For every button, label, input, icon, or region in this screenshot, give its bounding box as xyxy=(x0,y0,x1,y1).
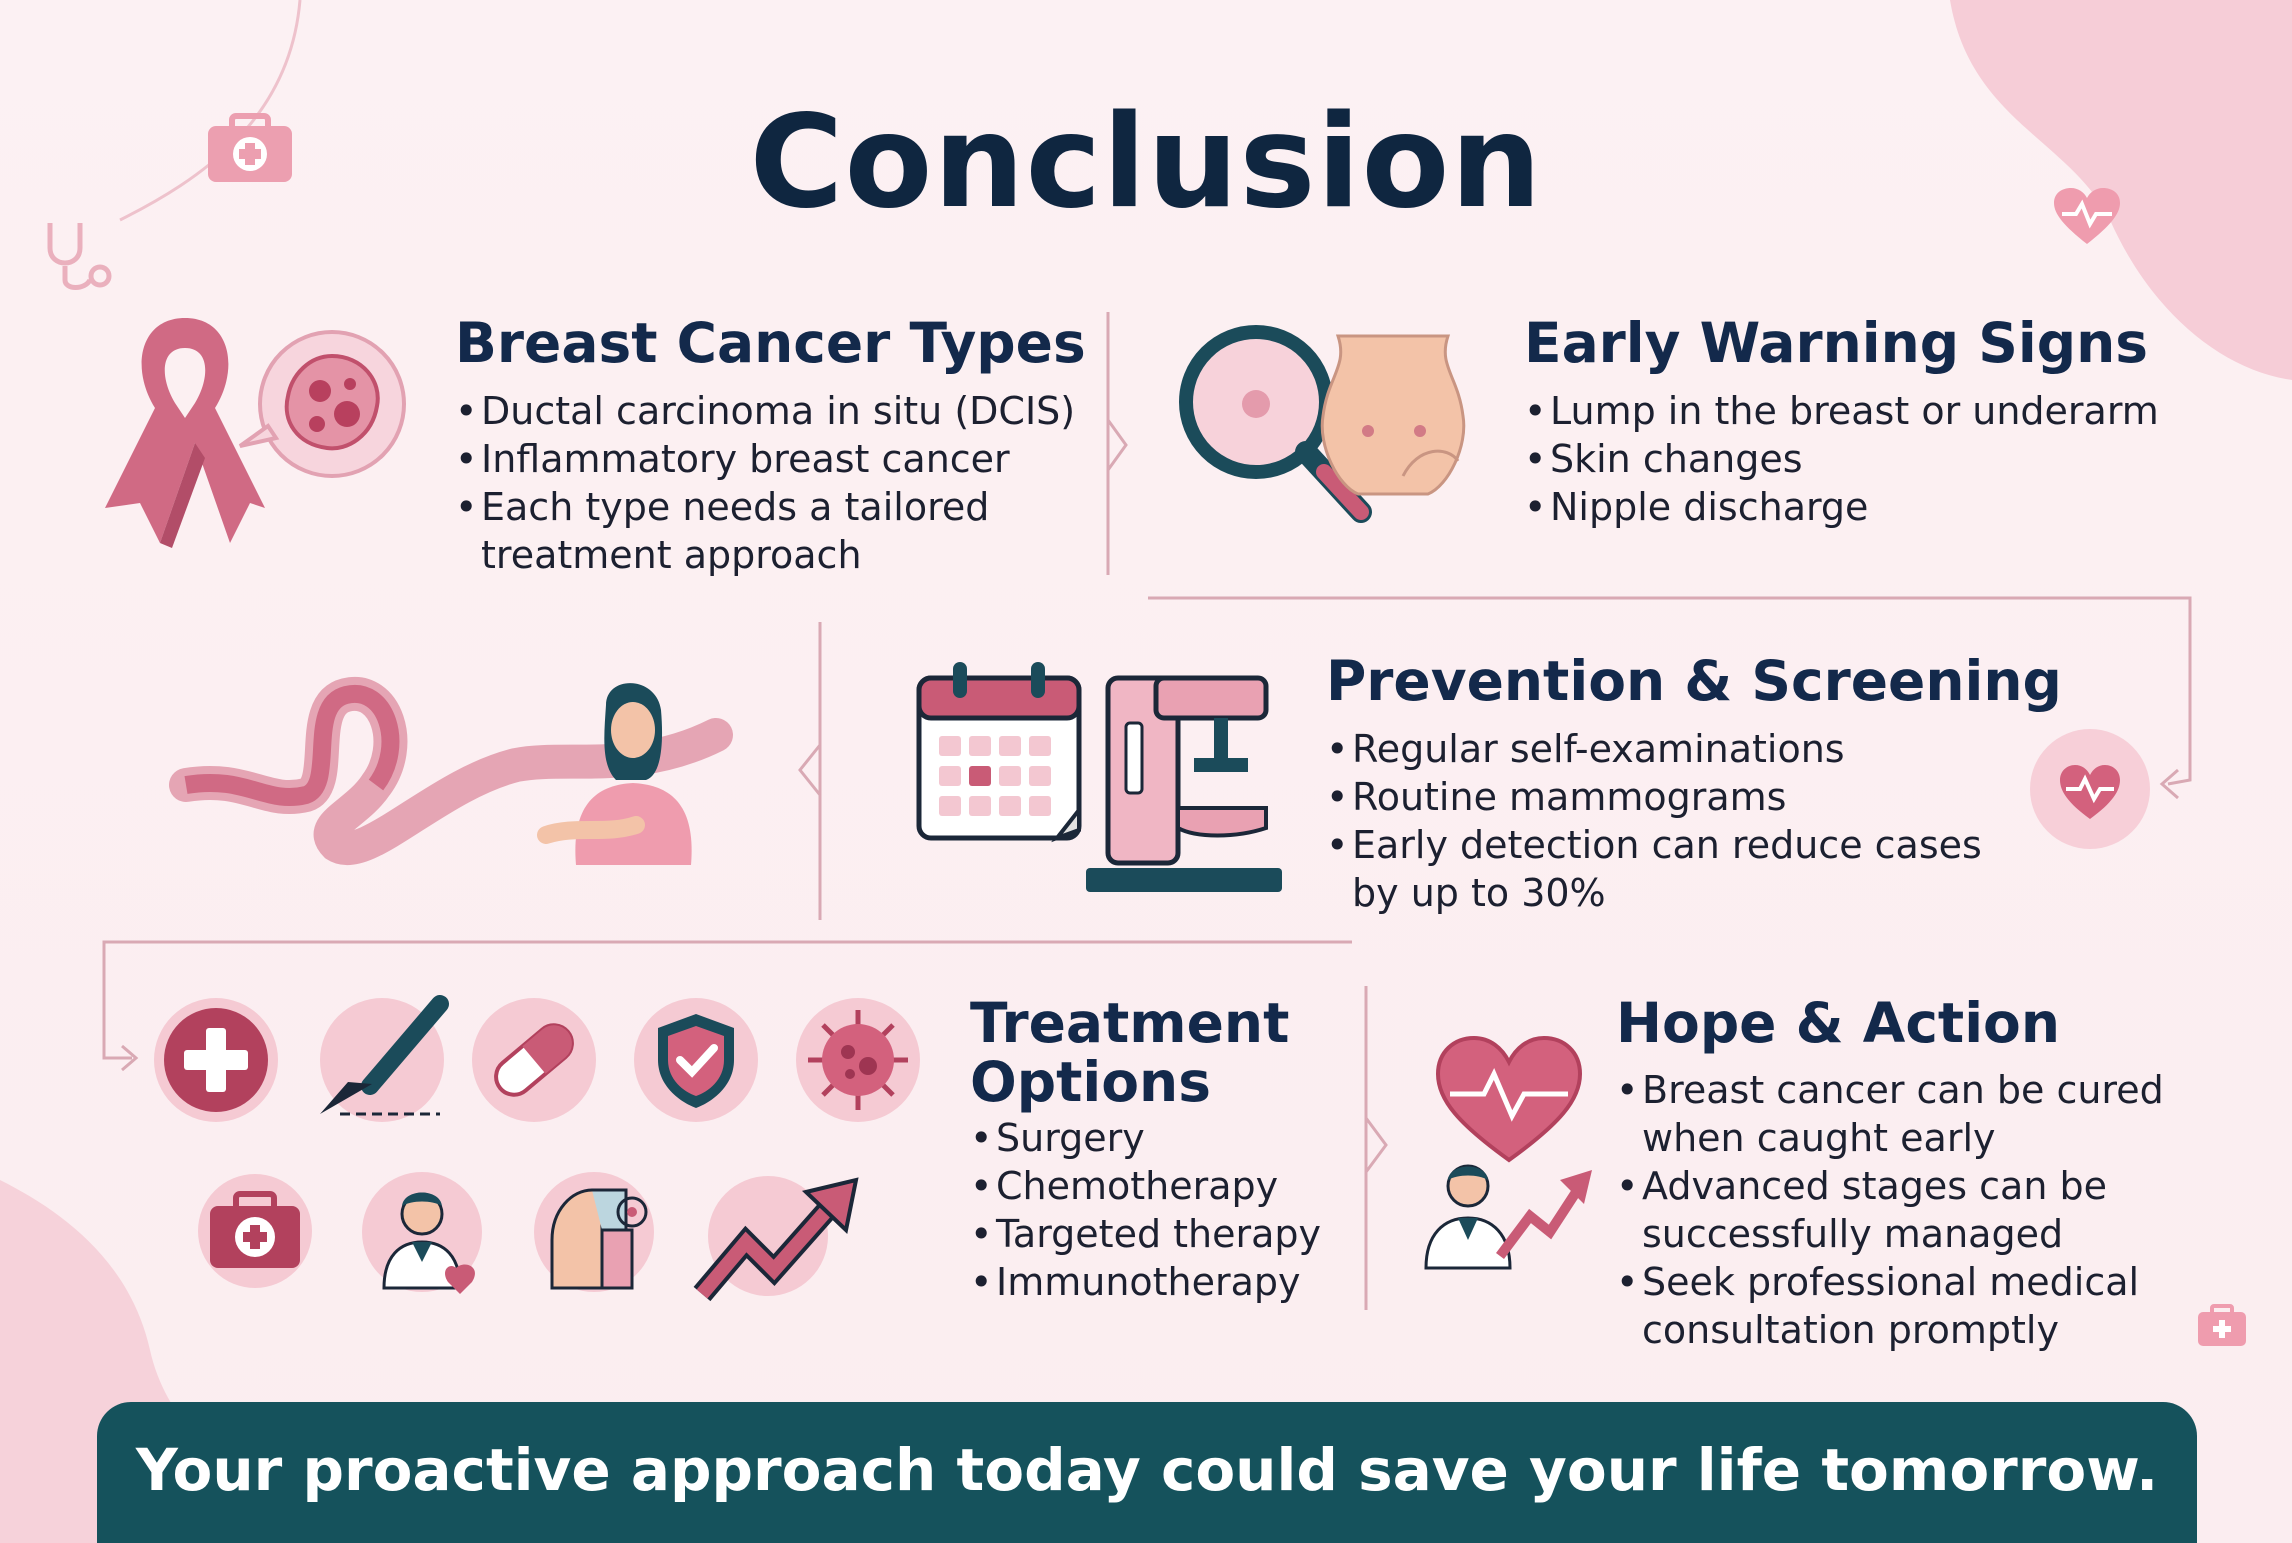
first-aid-kit-icon-small xyxy=(2198,1304,2246,1346)
prevention-list: Regular self-examinations Routine mammog… xyxy=(1326,725,2006,917)
cancer-cell-icon xyxy=(238,330,406,478)
virus-icon xyxy=(796,998,920,1122)
heart-icon xyxy=(1435,1035,1583,1163)
first-aid-kit-icon xyxy=(198,1174,312,1288)
mammogram-machine-icon xyxy=(1086,675,1282,892)
heart-pulse-icon xyxy=(2030,729,2150,849)
types-list: Ductal carcinoma in situ (DCIS) Inflamma… xyxy=(455,387,1095,579)
list-item: Lump in the breast or underarm xyxy=(1524,387,2164,435)
doctor-icon xyxy=(1424,1164,1592,1270)
list-item: Skin changes xyxy=(1524,435,2164,483)
breast-torso-icon xyxy=(1320,334,1466,496)
list-item: Each type needs a tailored treatment app… xyxy=(455,483,1001,579)
stethoscope-icon xyxy=(47,223,112,290)
list-item: Breast cancer can be cured when caught e… xyxy=(1616,1066,2176,1162)
trend-up-arrow-icon xyxy=(693,1176,859,1302)
banner-text: Your proactive approach today could save… xyxy=(135,1436,2159,1504)
list-item: Nipple discharge xyxy=(1524,483,2164,531)
shield-check-icon xyxy=(634,998,758,1122)
list-item: Inflammatory breast cancer xyxy=(455,435,1095,483)
list-item: Targeted therapy xyxy=(970,1210,1350,1258)
warning-list: Lump in the breast or underarm Skin chan… xyxy=(1524,387,2164,531)
list-item: Chemotherapy xyxy=(970,1162,1350,1210)
background-blob-top-right xyxy=(1950,0,2292,380)
page-title: Conclusion xyxy=(749,88,1543,237)
list-item: Routine mammograms xyxy=(1326,773,2006,821)
background-blob-bottom-left xyxy=(0,1180,300,1543)
warning-heading: Early Warning Signs xyxy=(1524,311,2149,375)
first-aid-kit-icon xyxy=(208,113,292,182)
body-scan-icon xyxy=(534,1172,654,1292)
scalpel-icon xyxy=(320,995,449,1122)
woman-self-exam-icon xyxy=(169,677,733,866)
pill-icon xyxy=(472,998,596,1122)
types-heading: Breast Cancer Types xyxy=(455,311,1086,375)
list-item: Immunotherapy xyxy=(970,1258,1350,1306)
list-item: Early detection can reduce cases by up t… xyxy=(1326,821,1992,917)
pink-ribbon-icon xyxy=(105,318,265,548)
hope-heading: Hope & Action xyxy=(1616,991,2061,1055)
heart-pulse-icon xyxy=(2054,188,2120,244)
prevention-heading: Prevention & Screening xyxy=(1326,649,2062,713)
hope-list: Breast cancer can be cured when caught e… xyxy=(1616,1066,2176,1354)
treatment-list: Surgery Chemotherapy Targeted therapy Im… xyxy=(970,1114,1350,1306)
list-item: Surgery xyxy=(970,1114,1350,1162)
footer-banner: Your proactive approach today could save… xyxy=(97,1402,2197,1543)
treatment-heading-line2: Options xyxy=(970,1050,1211,1114)
list-item: Ductal carcinoma in situ (DCIS) xyxy=(455,387,1095,435)
calendar-icon xyxy=(916,662,1082,843)
list-item: Regular self-examinations xyxy=(1326,725,2006,773)
treatment-heading-line1: Treatment xyxy=(970,991,1290,1055)
list-item: Advanced stages can be successfully mana… xyxy=(1616,1162,2176,1258)
doctor-icon xyxy=(362,1172,482,1294)
medical-cross-icon xyxy=(154,998,278,1122)
list-item: Seek professional medical consultation p… xyxy=(1616,1258,2176,1354)
